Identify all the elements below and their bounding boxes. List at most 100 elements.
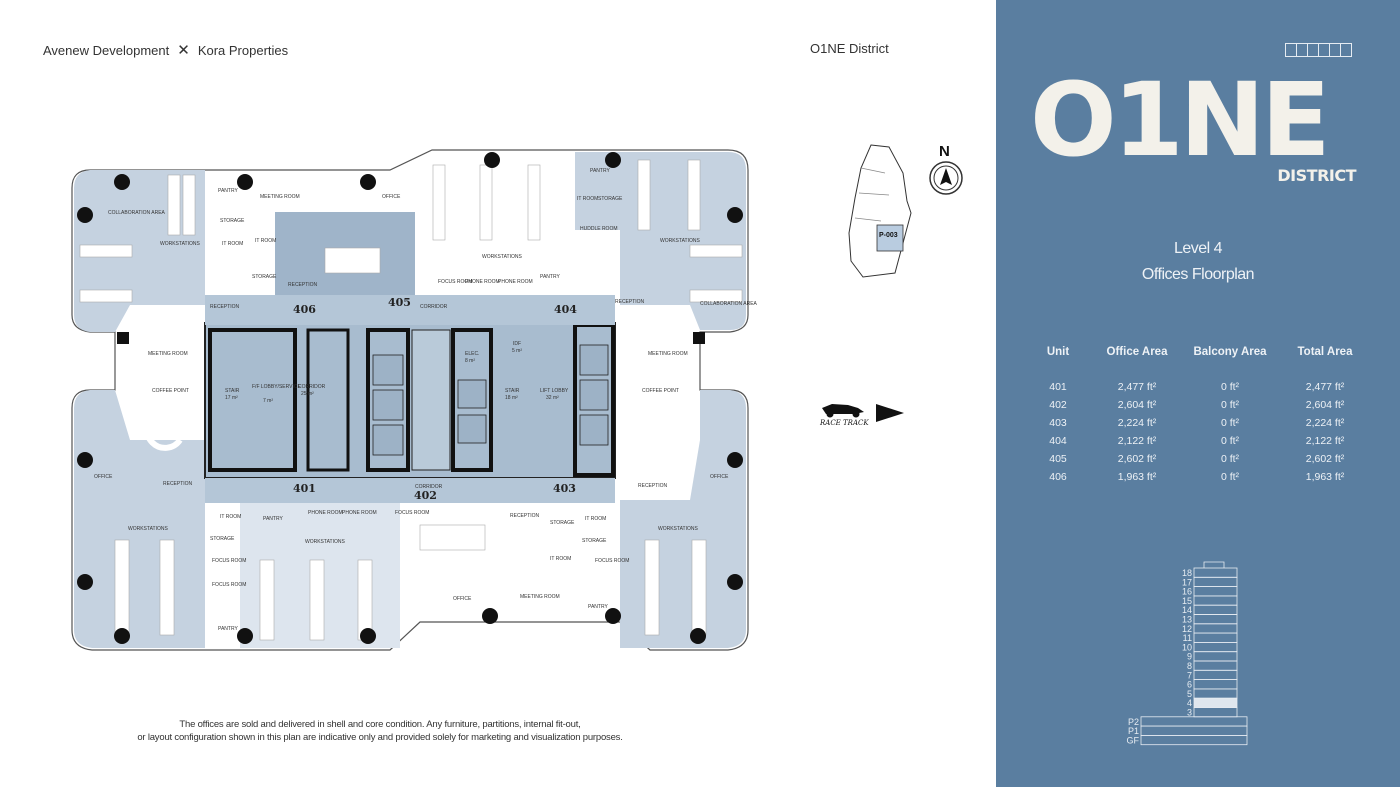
col-total-area: Total Area: [1297, 346, 1353, 358]
table-cell: 401: [1049, 381, 1067, 393]
table-cell: 1,963 ft²: [1305, 471, 1345, 483]
roof-outline: [1203, 561, 1225, 568]
room-label: OFFICE: [453, 596, 472, 602]
table-cell: 2,122 ft²: [1305, 435, 1345, 447]
room-label: OFFICE: [710, 474, 729, 480]
table-cell: 405: [1049, 453, 1067, 465]
room-label: COFFEE POINT: [642, 388, 679, 394]
room-label: IT ROOM: [220, 514, 241, 520]
room-label: FOCUS ROOM: [212, 558, 246, 564]
table-cell: 2,477 ft²: [1117, 381, 1157, 393]
floor-label-p2: P2: [1128, 717, 1139, 727]
room-label: CORRIDOR: [298, 384, 326, 390]
room-label: F/F LOBBY/SERVICE: [252, 384, 301, 390]
table-cell: 0 ft²: [1220, 435, 1240, 447]
room-label: MEETING ROOM: [648, 351, 688, 357]
room-label: PHONE ROOM: [308, 510, 343, 516]
race-car-icon: [822, 404, 864, 418]
room-label: IT ROOM: [577, 196, 598, 202]
room-label: OFFICE: [94, 474, 113, 480]
separator-icon: ✕: [177, 42, 190, 59]
room-label: STORAGE: [582, 538, 607, 544]
floor-bar-gf: [1140, 734, 1248, 746]
room-label: RECEPTION: [163, 481, 193, 487]
north-label: N: [939, 143, 950, 160]
room-label: IDF: [513, 341, 521, 347]
floor-bar-6: [1193, 679, 1238, 690]
room-label: MEETING ROOM: [520, 594, 560, 600]
floor-bar-13: [1193, 614, 1238, 625]
table-cell: 0 ft²: [1220, 417, 1240, 429]
room-label: OFFICE: [382, 194, 401, 200]
room-label: PANTRY: [540, 274, 560, 280]
room-label: STORAGE: [598, 196, 623, 202]
floor-label-6: 6: [1187, 680, 1192, 690]
room-label: WORKSTATIONS: [160, 241, 200, 247]
table-cell: 403: [1049, 417, 1067, 429]
partner-name: Kora Properties: [197, 42, 289, 58]
room-label: RECEPTION: [615, 299, 645, 305]
keyplan-unit-tag: P-003: [879, 232, 898, 239]
race-track-label: RACE TRACK: [819, 419, 869, 427]
room-label: STORAGE: [252, 274, 277, 280]
room-label: PHONE ROOM: [342, 510, 377, 516]
room-label: ELEC.: [465, 351, 479, 357]
table-cell: 0 ft²: [1220, 399, 1240, 411]
floor-bar-14: [1193, 604, 1238, 615]
floor-bar-18: [1193, 567, 1238, 578]
room-label: 25 m²: [301, 391, 314, 397]
north-arrow-icon: N: [929, 143, 963, 195]
floor-bar-17: [1193, 576, 1238, 587]
room-label: WORKSTATIONS: [658, 526, 698, 532]
unit-area-table: Unit Office Area Balcony Area Total Area…: [1032, 346, 1380, 486]
floor-label-7: 7: [1187, 670, 1192, 680]
floor-label-17: 17: [1182, 577, 1192, 587]
table-cell: 0 ft²: [1220, 453, 1240, 465]
project-name: O1NE District: [810, 41, 889, 56]
room-label: RECEPTION: [288, 282, 318, 288]
room-label: PANTRY: [263, 516, 283, 522]
disclaimer: The offices are sold and delivered in sh…: [130, 718, 630, 744]
floor-label-gf: GF: [1127, 735, 1140, 745]
floor-label-10: 10: [1182, 642, 1192, 652]
floor-label-8: 8: [1187, 661, 1192, 671]
floor-bar-p2: [1140, 716, 1248, 727]
table-cell: 0 ft²: [1220, 471, 1240, 483]
room-label: PANTRY: [218, 188, 238, 194]
room-label: IT ROOM: [550, 556, 571, 562]
table-header-row: Unit Office Area Balcony Area Total Area: [1032, 346, 1380, 378]
floor-label-16: 16: [1182, 587, 1192, 597]
room-label: MEETING ROOM: [148, 351, 188, 357]
table-cell: 2,604 ft²: [1305, 399, 1345, 411]
plan-canvas: Avenew Development ✕ Kora Properties O1N…: [43, 41, 963, 744]
floor-bar-p1: [1140, 725, 1248, 736]
disclaimer-line-2: or layout configuration shown in this pl…: [137, 732, 623, 743]
room-label: RECEPTION: [210, 304, 240, 310]
floor-bar-16: [1193, 586, 1238, 597]
room-label: RECEPTION: [510, 513, 540, 519]
floor-label-12: 12: [1182, 624, 1192, 634]
floor-bar-9: [1193, 651, 1238, 662]
room-label: CORRIDOR: [415, 484, 443, 490]
room-label: FOCUS ROOM: [212, 582, 246, 588]
floor-label-p1: P1: [1128, 726, 1139, 736]
unit-label-403: 403: [553, 482, 576, 495]
room-label: 32 m²: [546, 395, 559, 401]
floor-label-18: 18: [1182, 568, 1192, 578]
arrow-right-icon: [876, 404, 904, 422]
unit-label-402: 402: [414, 489, 437, 502]
room-label: WORKSTATIONS: [482, 254, 522, 260]
developer-name: Avenew Development: [43, 42, 170, 58]
table-cell: 404: [1049, 435, 1067, 447]
room-label: STORAGE: [210, 536, 235, 542]
table-cell: 1,963 ft²: [1117, 471, 1157, 483]
floor-label-9: 9: [1187, 652, 1192, 662]
floor-label-5: 5: [1187, 689, 1192, 699]
table-cell: 2,224 ft²: [1305, 417, 1345, 429]
